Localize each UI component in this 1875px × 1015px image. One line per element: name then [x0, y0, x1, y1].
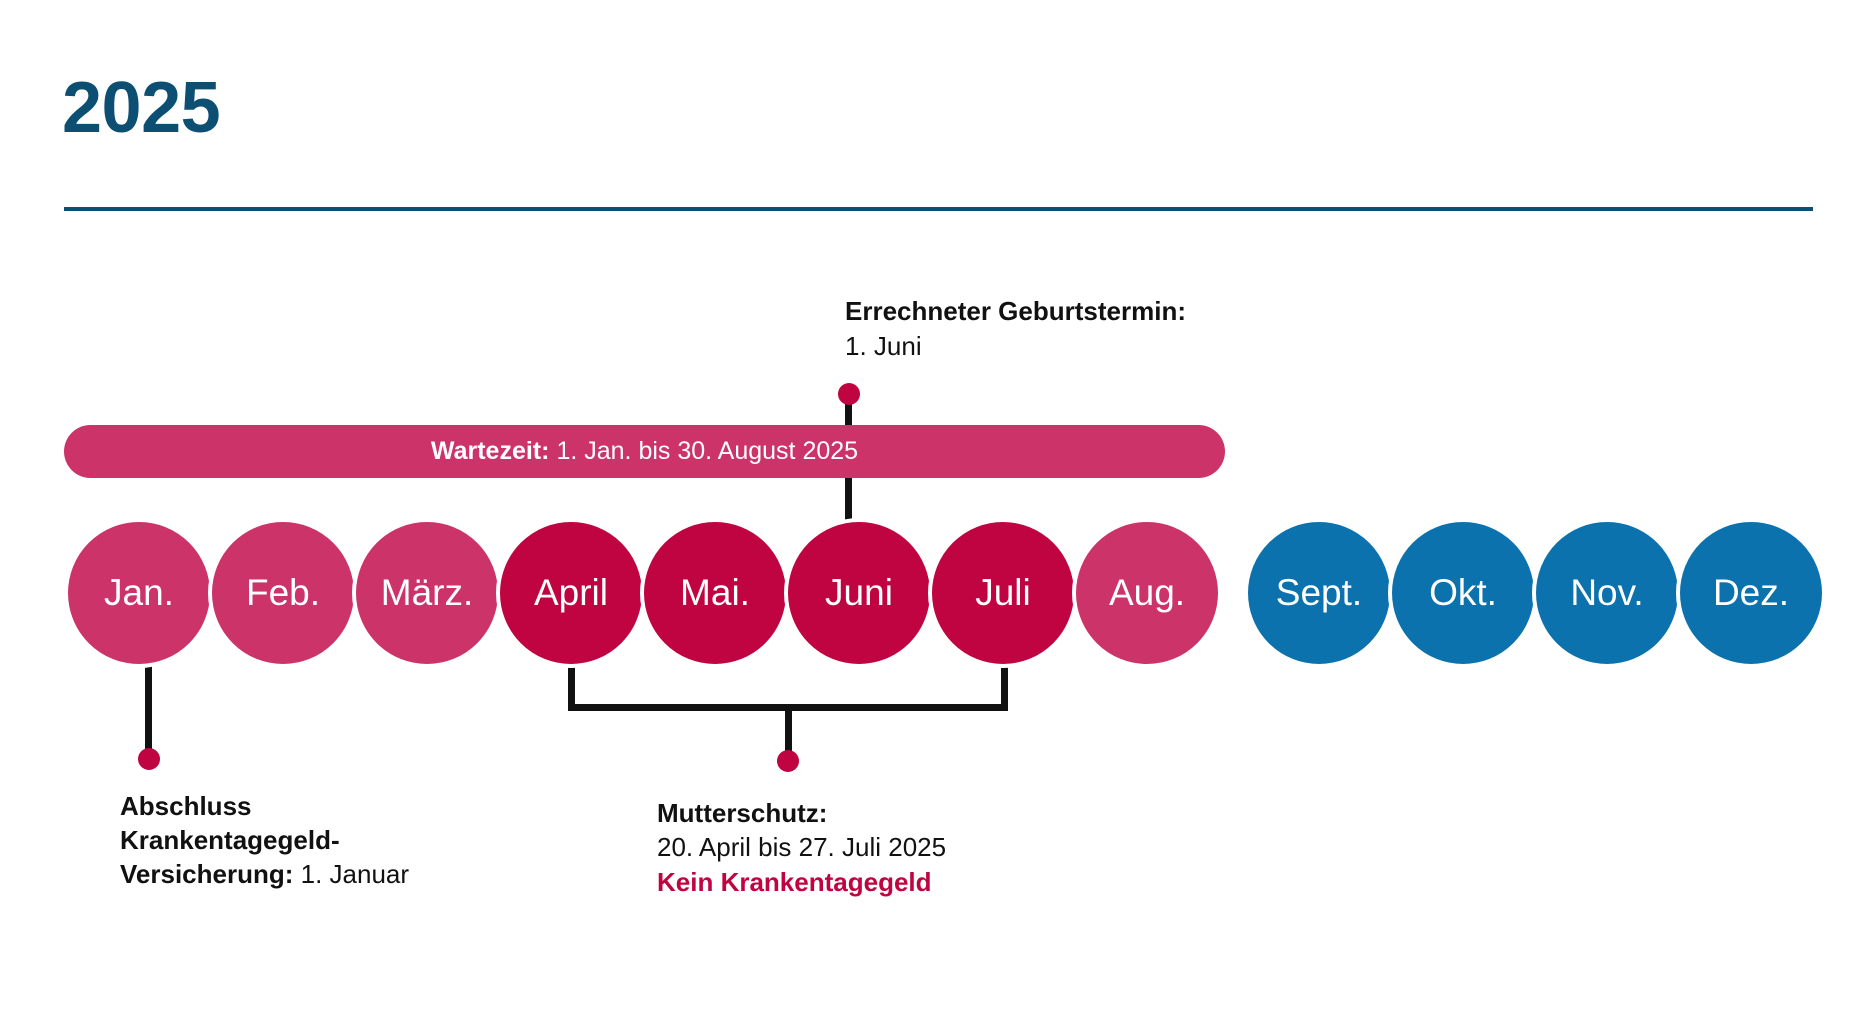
title-divider: [64, 207, 1813, 211]
maternity-warning: Kein Krankentagegeld: [657, 866, 932, 897]
month-circle-sept[interactable]: Sept.: [1244, 518, 1394, 668]
callout-maternity: Mutterschutz: 20. April bis 27. Juli 202…: [657, 796, 946, 899]
maternity-period: 20. April bis 27. Juli 2025: [657, 832, 947, 863]
month-circle-juli[interactable]: Juli: [928, 518, 1078, 668]
waiting-period-bar: Wartezeit: 1. Jan. bis 30. August 2025: [64, 425, 1225, 478]
maternity-connector-line: [785, 707, 792, 762]
insurance-start-label-line2: Krankentagegeld-: [120, 824, 340, 855]
maternity-range-bracket: [568, 663, 1008, 711]
maternity-label: Mutterschutz:: [657, 798, 828, 828]
month-circle-mai[interactable]: Mai.: [640, 518, 790, 668]
callout-due-date: Errechneter Geburtstermin: 1. Juni: [845, 294, 1186, 364]
month-circle-jan[interactable]: Jan.: [64, 518, 214, 668]
due-date-dot-marker-icon: [838, 383, 860, 405]
month-circle-juni[interactable]: Juni: [784, 518, 934, 668]
page-title: 2025: [62, 68, 221, 148]
month-circle-nov[interactable]: Nov.: [1532, 518, 1682, 668]
waiting-period-value: 1. Jan. bis 30. August 2025: [556, 437, 859, 465]
due-date-label: Errechneter Geburtstermin:: [845, 296, 1186, 326]
insurance-start-connector-line: [145, 656, 152, 756]
month-circle-dez[interactable]: Dez.: [1676, 518, 1826, 668]
insurance-start-label-line3: Versicherung:: [120, 858, 294, 889]
callout-insurance-start: Abschluss Krankentagegeld- Versicherung:…: [120, 790, 409, 891]
month-circle-aug[interactable]: Aug.: [1072, 518, 1222, 668]
insurance-start-label-line1: Abschluss: [120, 791, 252, 821]
insurance-start-dot-marker-icon: [138, 748, 160, 770]
month-circle-feb[interactable]: Feb.: [208, 518, 358, 668]
month-circle-märz[interactable]: März.: [352, 518, 502, 668]
month-circle-april[interactable]: April: [496, 518, 646, 668]
maternity-dot-marker-icon: [777, 750, 799, 772]
due-date-value: 1. Juni: [845, 330, 922, 361]
insurance-start-value: 1. Januar: [300, 858, 410, 889]
waiting-period-label: Wartezeit:: [430, 437, 550, 465]
month-circle-okt[interactable]: Okt.: [1388, 518, 1538, 668]
